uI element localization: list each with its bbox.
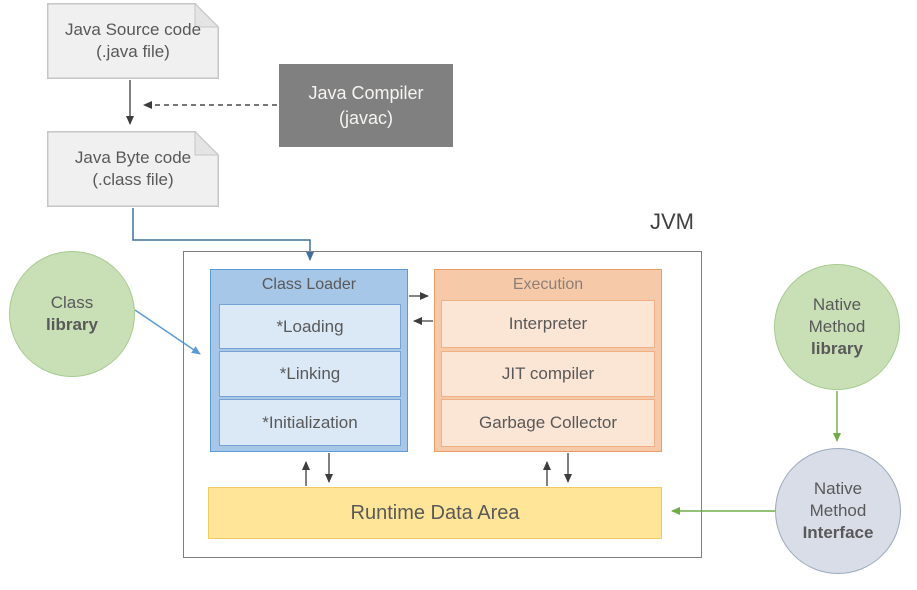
node-java-compiler: Java Compiler (javac) [279, 64, 453, 147]
execution-item-interpreter: Interpreter [441, 300, 655, 348]
node-class-library: Class library [9, 251, 135, 377]
native-library-line2: Method [808, 316, 866, 336]
folded-document-shape [47, 2, 220, 79]
class-library-line1: Class [50, 292, 94, 312]
jvm-label: JVM [650, 209, 694, 234]
execution-item-garbage-collector: Garbage Collector [441, 399, 655, 447]
java-source-line2: (.java file) [96, 42, 170, 61]
node-java-source-code: Java Source code (.java file) [47, 2, 220, 79]
node-native-method-interface: Native Method Interface [775, 448, 901, 574]
node-runtime-data-area: Runtime Data Area [208, 487, 662, 539]
jvm-boundary-box [183, 251, 702, 558]
node-java-bytecode: Java Byte code (.class file) [47, 130, 220, 207]
java-source-line1: Java Source code [64, 19, 202, 39]
native-interface-line3: Interface [802, 523, 874, 543]
java-compiler-line1: Java Compiler [308, 83, 424, 104]
node-execution-engine: Execution Interpreter JIT compiler Garba… [434, 269, 662, 452]
java-bytecode-line1: Java Byte code [74, 147, 192, 167]
class-loader-item-linking: *Linking [219, 351, 401, 397]
class-loader-item-loading: *Loading [219, 304, 401, 349]
class-loader-title: Class Loader [261, 276, 357, 293]
node-native-method-library: Native Method library [774, 264, 900, 390]
runtime-data-area-label: Runtime Data Area [350, 501, 520, 524]
class-library-line2: library [46, 315, 98, 334]
java-compiler-line2: (javac) [338, 107, 393, 128]
execution-item-jit-compiler: JIT compiler [441, 351, 655, 397]
native-library-line3: library [811, 339, 863, 359]
java-bytecode-line2: (.class file) [92, 170, 174, 189]
native-interface-line2: Method [809, 500, 867, 520]
execution-title: Execution [512, 276, 584, 293]
folded-document-shape [47, 130, 220, 207]
native-interface-line1: Native [813, 478, 863, 498]
node-class-loader: Class Loader *Loading *Linking *Initiali… [210, 269, 408, 452]
native-library-line1: Native [812, 294, 862, 314]
class-loader-item-initialization: *Initialization [219, 399, 401, 446]
